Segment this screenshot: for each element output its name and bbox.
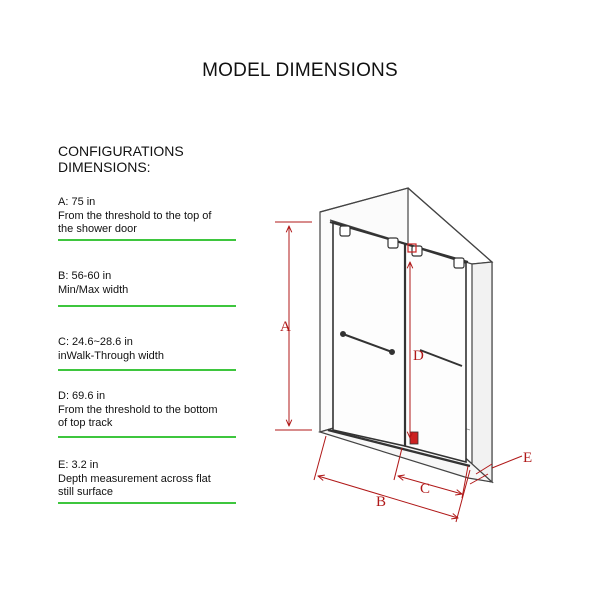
spec-d: D: 69.6 in From the threshold to the bot… bbox=[58, 390, 236, 438]
dimension-b bbox=[313, 435, 471, 523]
spec-b-description-line1: Min/Max width bbox=[58, 283, 129, 296]
spec-b-divider bbox=[58, 305, 236, 307]
spec-a-divider bbox=[58, 239, 236, 241]
spec-c-description-line1: inWalk-Through width bbox=[58, 349, 164, 362]
dimension-b-label: B bbox=[376, 494, 386, 510]
dimension-e bbox=[469, 455, 523, 485]
roller-1 bbox=[339, 225, 351, 237]
dimension-e-label: E bbox=[523, 450, 532, 466]
spec-c: C: 24.6~28.6 in inWalk-Through width bbox=[58, 336, 236, 371]
roller-2 bbox=[387, 237, 399, 249]
enclosure-right-panel bbox=[471, 261, 493, 483]
spec-e-divider bbox=[58, 502, 236, 504]
dimension-c bbox=[393, 447, 469, 499]
page-title: MODEL DIMENSIONS bbox=[202, 60, 398, 81]
spec-d-divider bbox=[58, 436, 236, 438]
roller-4 bbox=[453, 257, 465, 269]
spec-c-value: C: 24.6~28.6 in bbox=[58, 336, 133, 348]
dimension-a bbox=[275, 221, 312, 431]
bottom-guide bbox=[409, 431, 419, 445]
top-track bbox=[329, 221, 469, 263]
bottom-threshold bbox=[327, 428, 471, 468]
spec-d-description-line1: From the threshold to the bottom bbox=[58, 403, 218, 416]
spec-a: A: 75 in From the threshold to the top o… bbox=[58, 196, 236, 241]
spec-d-value: D: 69.6 in bbox=[58, 390, 106, 402]
top-guide-marker bbox=[407, 243, 417, 253]
dimension-c-label: C bbox=[420, 481, 430, 497]
spec-b-value: B: 56-60 in bbox=[58, 270, 112, 282]
spec-a-description-line2: the shower door bbox=[58, 223, 137, 235]
spec-b: B: 56-60 in Min/Max width bbox=[58, 270, 236, 307]
spec-a-value: A: 75 in bbox=[58, 196, 96, 208]
roller-3 bbox=[411, 245, 423, 257]
configurations-heading-line1: CONFIGURATIONS bbox=[58, 143, 184, 159]
configurations-heading-line2: DIMENSIONS: bbox=[58, 159, 151, 175]
spec-c-divider bbox=[58, 369, 236, 371]
configurations-heading: CONFIGURATIONS DIMENSIONS: bbox=[58, 143, 184, 175]
dimension-d-label: D bbox=[413, 348, 424, 364]
spec-a-description-line1: From the threshold to the top of bbox=[58, 209, 212, 222]
dimension-a-label: A bbox=[280, 319, 291, 335]
spec-e-value: E: 3.2 in bbox=[58, 459, 99, 471]
door-handles bbox=[340, 331, 463, 367]
right-handle-bar bbox=[419, 349, 463, 367]
door-panels bbox=[327, 220, 471, 468]
spec-e: E: 3.2 in Depth measurement across flat … bbox=[58, 459, 236, 504]
spec-e-description-line2: still surface bbox=[58, 486, 114, 498]
spec-e-description-line1: Depth measurement across flat bbox=[58, 472, 211, 485]
left-handle-bar bbox=[342, 333, 393, 353]
spec-d-description-line2: of top track bbox=[58, 417, 113, 429]
door-rollers bbox=[339, 225, 465, 269]
